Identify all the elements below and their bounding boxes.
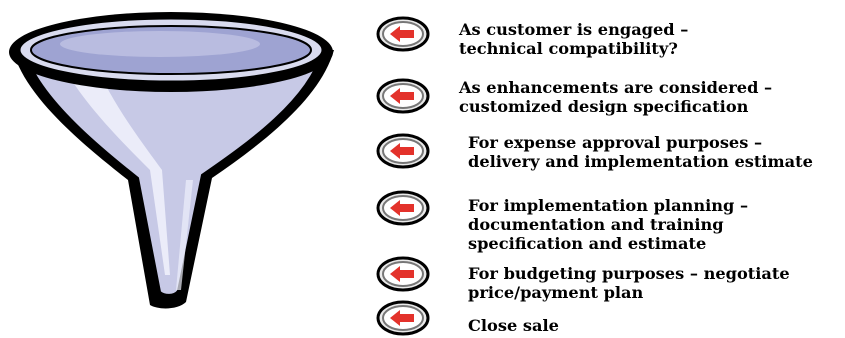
back-arrow-icon[interactable] bbox=[376, 78, 430, 114]
funnel-icon bbox=[9, 12, 334, 309]
step-label: As enhancements are considered – customi… bbox=[459, 78, 773, 116]
back-arrow-icon[interactable] bbox=[376, 190, 430, 226]
step-label: Close sale bbox=[468, 316, 559, 335]
funnel-step: As enhancements are considered – customi… bbox=[376, 76, 841, 116]
step-label: For implementation planning – documentat… bbox=[468, 196, 749, 253]
step-label: As customer is engaged – technical compa… bbox=[459, 20, 689, 58]
funnel-step: For budgeting purposes – negotiate price… bbox=[376, 256, 841, 302]
funnel-step: Close sale bbox=[376, 298, 841, 338]
back-arrow-icon[interactable] bbox=[376, 300, 430, 336]
back-arrow-icon[interactable] bbox=[376, 133, 430, 169]
funnel-step: For expense approval purposes – delivery… bbox=[376, 131, 841, 171]
back-arrow-icon[interactable] bbox=[376, 16, 430, 52]
funnel-step: As customer is engaged – technical compa… bbox=[376, 14, 841, 58]
funnel-step: For implementation planning – documentat… bbox=[376, 190, 841, 253]
step-label: For expense approval purposes – delivery… bbox=[468, 133, 813, 171]
step-label: For budgeting purposes – negotiate price… bbox=[468, 264, 790, 302]
back-arrow-icon[interactable] bbox=[376, 256, 430, 292]
